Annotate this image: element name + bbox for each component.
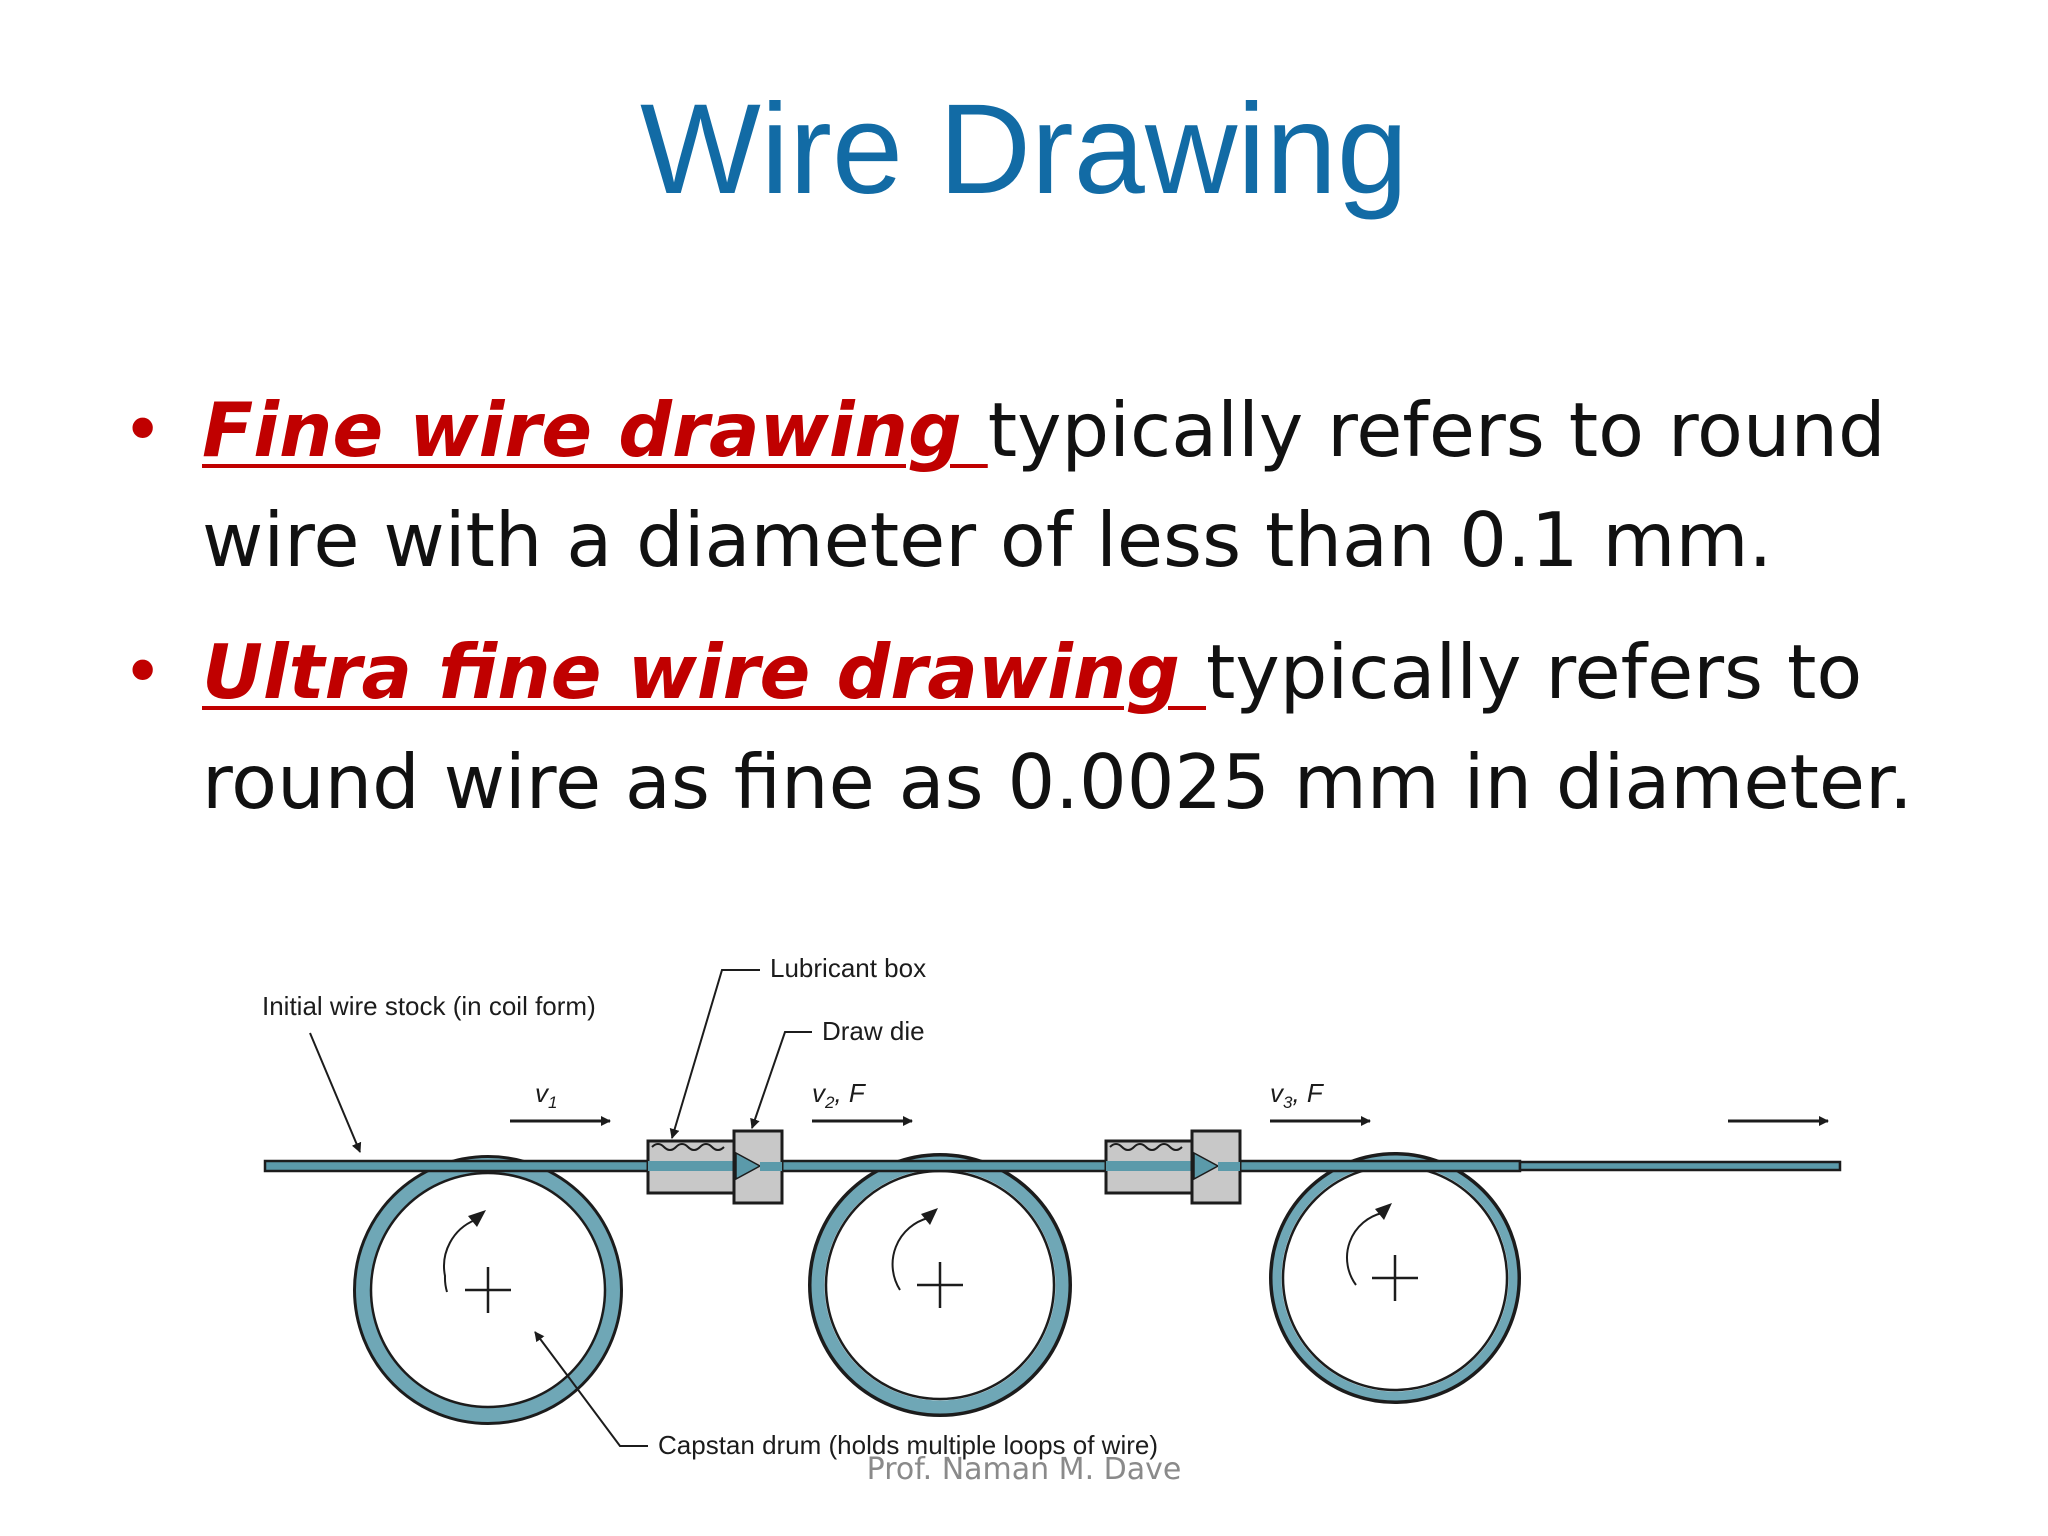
rotation-arrow-icon — [1346, 1212, 1383, 1286]
label-capstan-drum: Capstan drum (holds multiple loops of wi… — [658, 1430, 1158, 1460]
label-lubricant-box: Lubricant box — [770, 953, 926, 983]
leader-line — [750, 1031, 812, 1129]
capstan-drum-2 — [808, 1153, 1072, 1417]
bullet-text: typically refers to round wire with a di… — [202, 386, 1886, 584]
rotation-arrow-icon — [443, 1219, 476, 1293]
wire — [263, 1159, 1842, 1173]
lubricant-box-2 — [1104, 1139, 1194, 1195]
bullet-term: Fine wire drawing — [202, 386, 988, 474]
leader-line — [669, 969, 760, 1139]
bullet-item-ultra-fine-wire: • Ultra fine wire drawing typically refe… — [110, 617, 1970, 837]
draw-die-1 — [732, 1129, 784, 1205]
center-cross-icon — [465, 1267, 511, 1313]
capstan-drum-3 — [1269, 1152, 1521, 1404]
bullet-item-fine-wire: • Fine wire drawing typically refers to … — [110, 375, 1970, 595]
bullet-icon: • — [122, 389, 164, 471]
velocity-label-v1: v1 — [535, 1078, 557, 1112]
bullet-icon: • — [122, 631, 164, 713]
capstan-drum-1 — [353, 1155, 623, 1425]
footer-author: Prof. Naman M. Dave — [866, 1452, 1182, 1487]
rotation-arrow-icon — [891, 1217, 929, 1291]
velocity-label-v3: v3, F — [1270, 1078, 1325, 1112]
label-initial-wire-stock: Initial wire stock (in coil form) — [262, 991, 596, 1021]
bullet-text: typically refers to round wire as fine a… — [202, 628, 1913, 826]
center-cross-icon — [917, 1262, 963, 1308]
center-cross-icon — [1372, 1255, 1418, 1301]
bullet-list: • Fine wire drawing typically refers to … — [110, 375, 1970, 837]
velocity-label-v2: v2, F — [812, 1078, 867, 1112]
draw-die-2 — [1190, 1129, 1242, 1205]
lubricant-box-1 — [646, 1139, 736, 1195]
bullet-term: Ultra fine wire drawing — [202, 628, 1207, 716]
wire-drawing-diagram: v1 v2, F v3, F Initial wire stock (in co… — [262, 953, 1842, 1460]
slide-title: Wire Drawing — [639, 78, 1409, 221]
label-draw-die: Draw die — [822, 1016, 925, 1046]
leader-line — [534, 1331, 648, 1447]
leader-line — [309, 1032, 362, 1153]
